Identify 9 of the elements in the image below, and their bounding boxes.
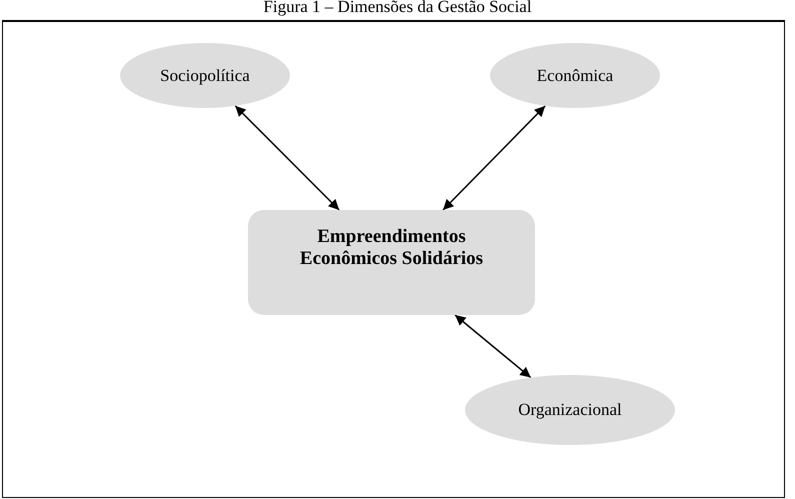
double-arrow xyxy=(454,314,532,378)
node-label: Econômica xyxy=(536,66,614,86)
double-arrow xyxy=(442,105,546,211)
node-label: Organizacional xyxy=(518,400,622,420)
node-label: Sociopolítica xyxy=(160,66,250,86)
node-label: Empreendimentos Econômicos Solidários xyxy=(298,226,484,270)
double-arrow xyxy=(234,105,340,211)
figure-title: Figura 1 – Dimensões da Gestão Social xyxy=(262,0,533,18)
rounded-box xyxy=(248,210,535,315)
